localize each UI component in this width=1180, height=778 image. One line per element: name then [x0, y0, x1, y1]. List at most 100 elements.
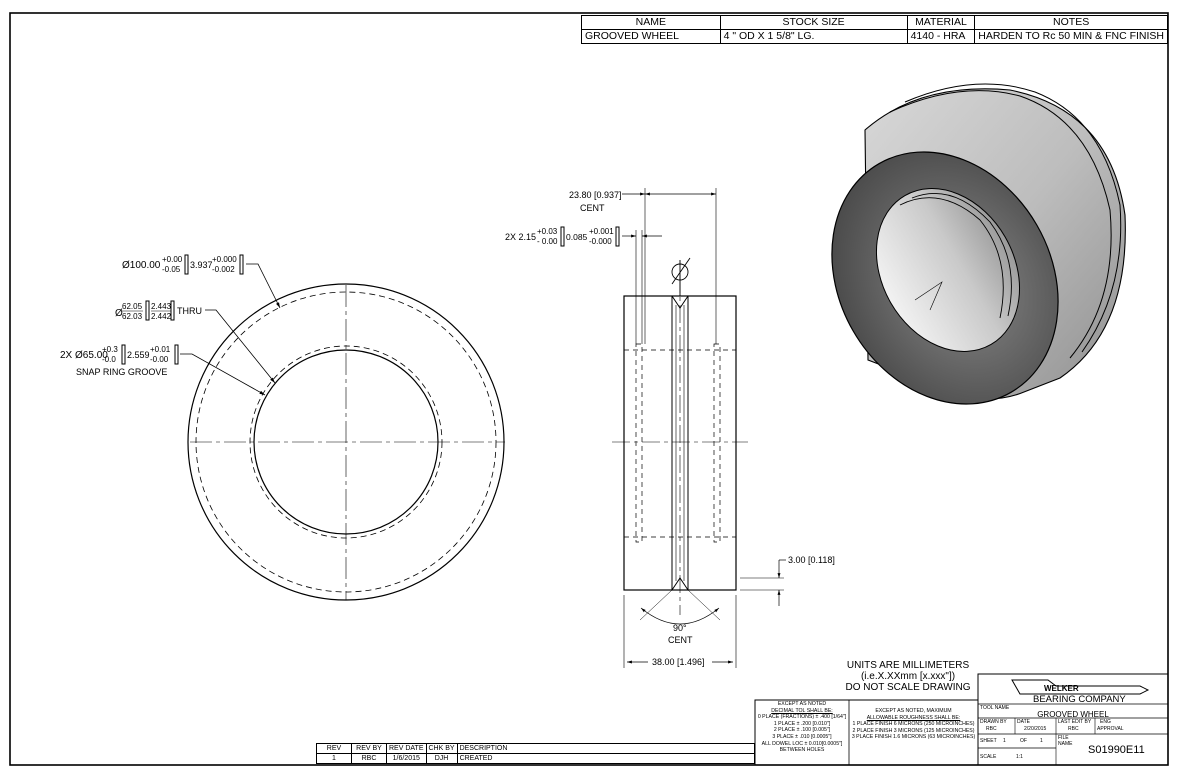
length-dimension: 38.00 [1.496]	[652, 657, 705, 667]
header-name: NAME	[581, 15, 721, 30]
svg-text:-0.05: -0.05	[162, 265, 181, 274]
scale-value: 1:1	[1016, 754, 1023, 760]
svg-text:Ø100.00: Ø100.00	[122, 260, 161, 271]
groove-spacing-dimension: 23.80 [0.937] CENT	[569, 190, 622, 213]
revision-table: REV REV BY REV DATE CHK BY DESCRIPTION 1…	[316, 743, 756, 764]
of-label: OF	[1020, 738, 1027, 744]
units-note: UNITS ARE MILLIMETERS (i.e.X.XXmm [x.xxx…	[838, 660, 978, 693]
tol-line: 2 PLACE ± .100 [0.005"]	[773, 727, 831, 734]
company-name: BEARING COMPANY	[1033, 694, 1126, 705]
header-stock-size: STOCK SIZE	[719, 15, 908, 30]
rev-by-header: REV BY	[351, 743, 387, 754]
units-line-1: UNITS ARE MILLIMETERS	[846, 660, 970, 671]
sheet-number: 1	[1003, 738, 1006, 744]
approval-label: APPROVAL	[1097, 726, 1124, 732]
chk-by-value: DJH	[425, 753, 458, 764]
tol-line: DECIMAL TOL SHALL BE:	[771, 707, 833, 714]
drawn-by: RBC	[986, 726, 997, 732]
material: 4140 - HRA	[906, 29, 976, 44]
od-leader	[246, 263, 281, 309]
svg-text:-0.00: -0.00	[150, 355, 169, 364]
last-edit-label: LAST EDIT BY	[1058, 719, 1092, 725]
units-line-3: DO NOT SCALE DRAWING	[845, 682, 971, 693]
angle-dimension: 90° CENT	[668, 623, 693, 645]
sheet-border	[9, 12, 1169, 766]
rev-value: 1	[316, 753, 352, 764]
svg-text:+0.03: +0.03	[537, 227, 558, 236]
svg-text:2X 2.15: 2X 2.15	[505, 232, 536, 242]
finish-line: 1 PLACE FINISH 6 MICRONS (250 MICROINCHE…	[852, 721, 975, 728]
tool-name: GROOVED WHEEL	[1037, 710, 1109, 719]
header-material: MATERIAL	[906, 15, 976, 30]
eng-label: ENG	[1100, 719, 1111, 725]
chamfer-depth-dimension: 3.00 [0.118]	[788, 555, 835, 565]
title-block-frame	[754, 673, 1169, 766]
file-name-label: FILE NAME	[1058, 735, 1073, 747]
rev-header: REV	[316, 743, 352, 754]
date: 2/20/2015	[1024, 726, 1047, 732]
svg-text:2.442: 2.442	[151, 312, 172, 321]
sheet-label: SHEET	[980, 738, 997, 744]
rev-date-value: 1/6/2015	[386, 753, 427, 764]
svg-text:3.937: 3.937	[190, 260, 213, 270]
svg-text:- 0.00: - 0.00	[537, 237, 558, 246]
svg-text:SNAP RING GROOVE: SNAP RING GROOVE	[76, 367, 167, 377]
svg-text:+0.01: +0.01	[150, 345, 171, 354]
front-view	[180, 263, 505, 601]
svg-text:+0.001: +0.001	[589, 227, 614, 236]
description-value: CREATED	[456, 753, 756, 764]
rev-date-header: REV DATE	[386, 743, 427, 754]
rev-by-value: RBC	[351, 753, 387, 764]
svg-text:2X Ø65.00: 2X Ø65.00	[60, 350, 108, 361]
chk-by-header: CHK BY	[425, 743, 458, 754]
scale-label: SCALE	[980, 754, 997, 760]
bore-dimension: Ø 62.05 62.03 2.443 2.442 THRU	[115, 300, 202, 321]
finish-line: ALLOWABLE ROUGHNESS SHALL BE:	[866, 714, 961, 721]
svg-text:62.05: 62.05	[122, 302, 143, 311]
drawing-number: S01990E11	[1088, 744, 1145, 756]
svg-text:0.085: 0.085	[566, 232, 588, 242]
svg-text:THRU: THRU	[177, 306, 202, 316]
tol-line: 3 PLACE ± .010 [0.0005"]	[772, 733, 832, 740]
finish-block: EXCEPT AS NOTED, MAXIMUM ALLOWABLE ROUGH…	[850, 708, 977, 741]
tool-name-label: TOOL NAME	[980, 705, 1010, 711]
description-header: DESCRIPTION	[456, 743, 756, 754]
tol-line: 0 PLACE (FRACTIONS) ± .400 [1/64"]	[757, 714, 847, 721]
company-logo: WELKER	[1044, 684, 1079, 693]
tolerance-block: EXCEPT AS NOTED DECIMAL TOL SHALL BE: 0 …	[756, 701, 848, 754]
units-line-2: (i.e.X.XXmm [x.xxx"])	[860, 671, 956, 682]
tol-line: BETWEEN HOLES	[779, 747, 825, 754]
isometric-view	[831, 83, 1126, 405]
svg-text:23.80 [0.937]: 23.80 [0.937]	[569, 190, 622, 200]
groove-width-dimension: 2X 2.15 +0.03 - 0.00 0.085 +0.001 -0.000	[505, 226, 620, 247]
tol-line: ALL DOWEL LOC ± 0.010[0.0005"]	[761, 740, 843, 747]
finish-line: 2 PLACE FINISH 3 MICRONS (125 MICROINCHE…	[852, 727, 975, 734]
svg-text:-0.002: -0.002	[212, 265, 235, 274]
svg-text:Ø: Ø	[115, 308, 123, 319]
od-dimension: Ø100.00 +0.00 -0.05 3.937 +0.000 -0.002	[122, 254, 244, 275]
header-notes: NOTES	[974, 15, 1168, 30]
date-label: DATE	[1017, 719, 1030, 725]
notes: HARDEN TO Rc 50 MIN & FNC FINISH	[974, 29, 1168, 44]
groove-leader	[180, 353, 266, 396]
svg-text:+0.3: +0.3	[102, 345, 118, 354]
tol-line: 1 PLACE ± .200 [0.010"]	[773, 720, 831, 727]
svg-text:CENT: CENT	[580, 203, 605, 213]
side-view	[612, 188, 786, 668]
svg-text:+0.000: +0.000	[212, 255, 237, 264]
groove-dimension: 2X Ø65.00 +0.3 -0.0 2.559 +0.01 -0.00 SN…	[60, 344, 179, 377]
last-edit: RBC	[1068, 726, 1079, 732]
tol-line: EXCEPT AS NOTED	[777, 701, 827, 707]
part-name: GROOVED WHEEL	[581, 29, 721, 44]
svg-text:-0.000: -0.000	[589, 237, 612, 246]
stock-size: 4 " OD X 1 5/8" LG.	[719, 29, 908, 44]
svg-text:+0.00: +0.00	[162, 255, 183, 264]
svg-text:-0.0: -0.0	[102, 355, 116, 364]
finish-line: 3 PLACE FINISH 1.6 MICRONS (63 MICROINCH…	[851, 734, 976, 741]
svg-text:2.559: 2.559	[127, 350, 150, 360]
bore-leader	[205, 309, 276, 384]
svg-text:CENT: CENT	[668, 635, 693, 645]
finish-line: EXCEPT AS NOTED, MAXIMUM	[875, 708, 952, 714]
svg-text:2.443: 2.443	[151, 302, 172, 311]
